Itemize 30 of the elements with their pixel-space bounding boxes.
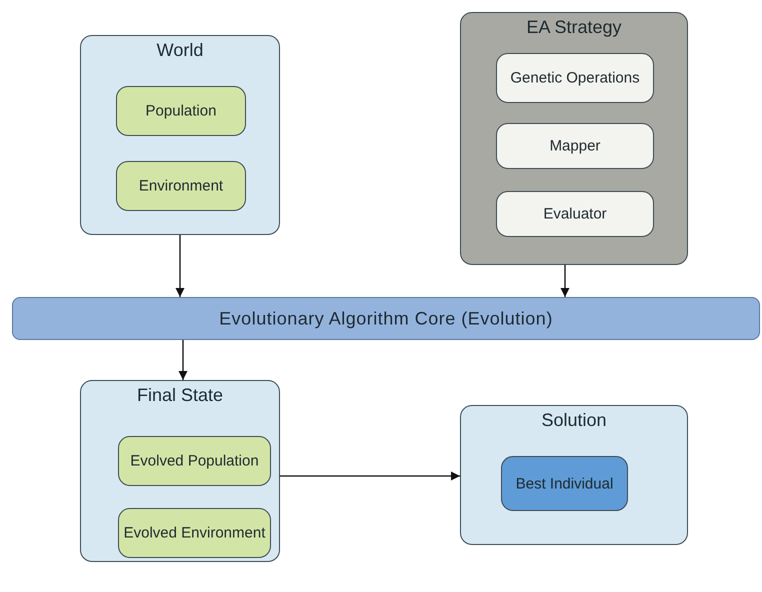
group-panel xyxy=(80,380,280,562)
core-band xyxy=(12,297,760,340)
arrow xyxy=(560,265,570,297)
group-title: World xyxy=(156,40,204,61)
box-label: Evolutionary Algorithm Core (Evolution) xyxy=(218,308,554,329)
process-box xyxy=(116,86,246,136)
box-label: Evaluator xyxy=(542,206,608,222)
group-title: Solution xyxy=(540,410,608,431)
process-box xyxy=(116,161,246,211)
arrow xyxy=(178,340,188,380)
box-label: Best Individual xyxy=(514,475,614,492)
box-label: Evolved Environment xyxy=(122,524,266,542)
arrow xyxy=(175,235,185,297)
box-label: Population xyxy=(144,102,218,120)
process-box xyxy=(496,123,654,169)
process-box xyxy=(118,436,271,486)
group-title: Final State xyxy=(136,385,224,406)
box-label: Mapper xyxy=(548,138,602,154)
group-panel xyxy=(460,12,688,265)
process-box xyxy=(501,456,628,511)
box-label: Evolved Population xyxy=(129,452,260,470)
process-box xyxy=(496,53,654,103)
group-title: EA Strategy xyxy=(525,17,623,38)
group-panel xyxy=(460,405,688,545)
process-box xyxy=(496,191,654,237)
box-label: Environment xyxy=(138,178,224,194)
group-panel xyxy=(80,35,280,235)
process-box xyxy=(118,508,271,558)
box-label: Genetic Operations xyxy=(509,70,641,86)
arrow xyxy=(280,471,460,481)
